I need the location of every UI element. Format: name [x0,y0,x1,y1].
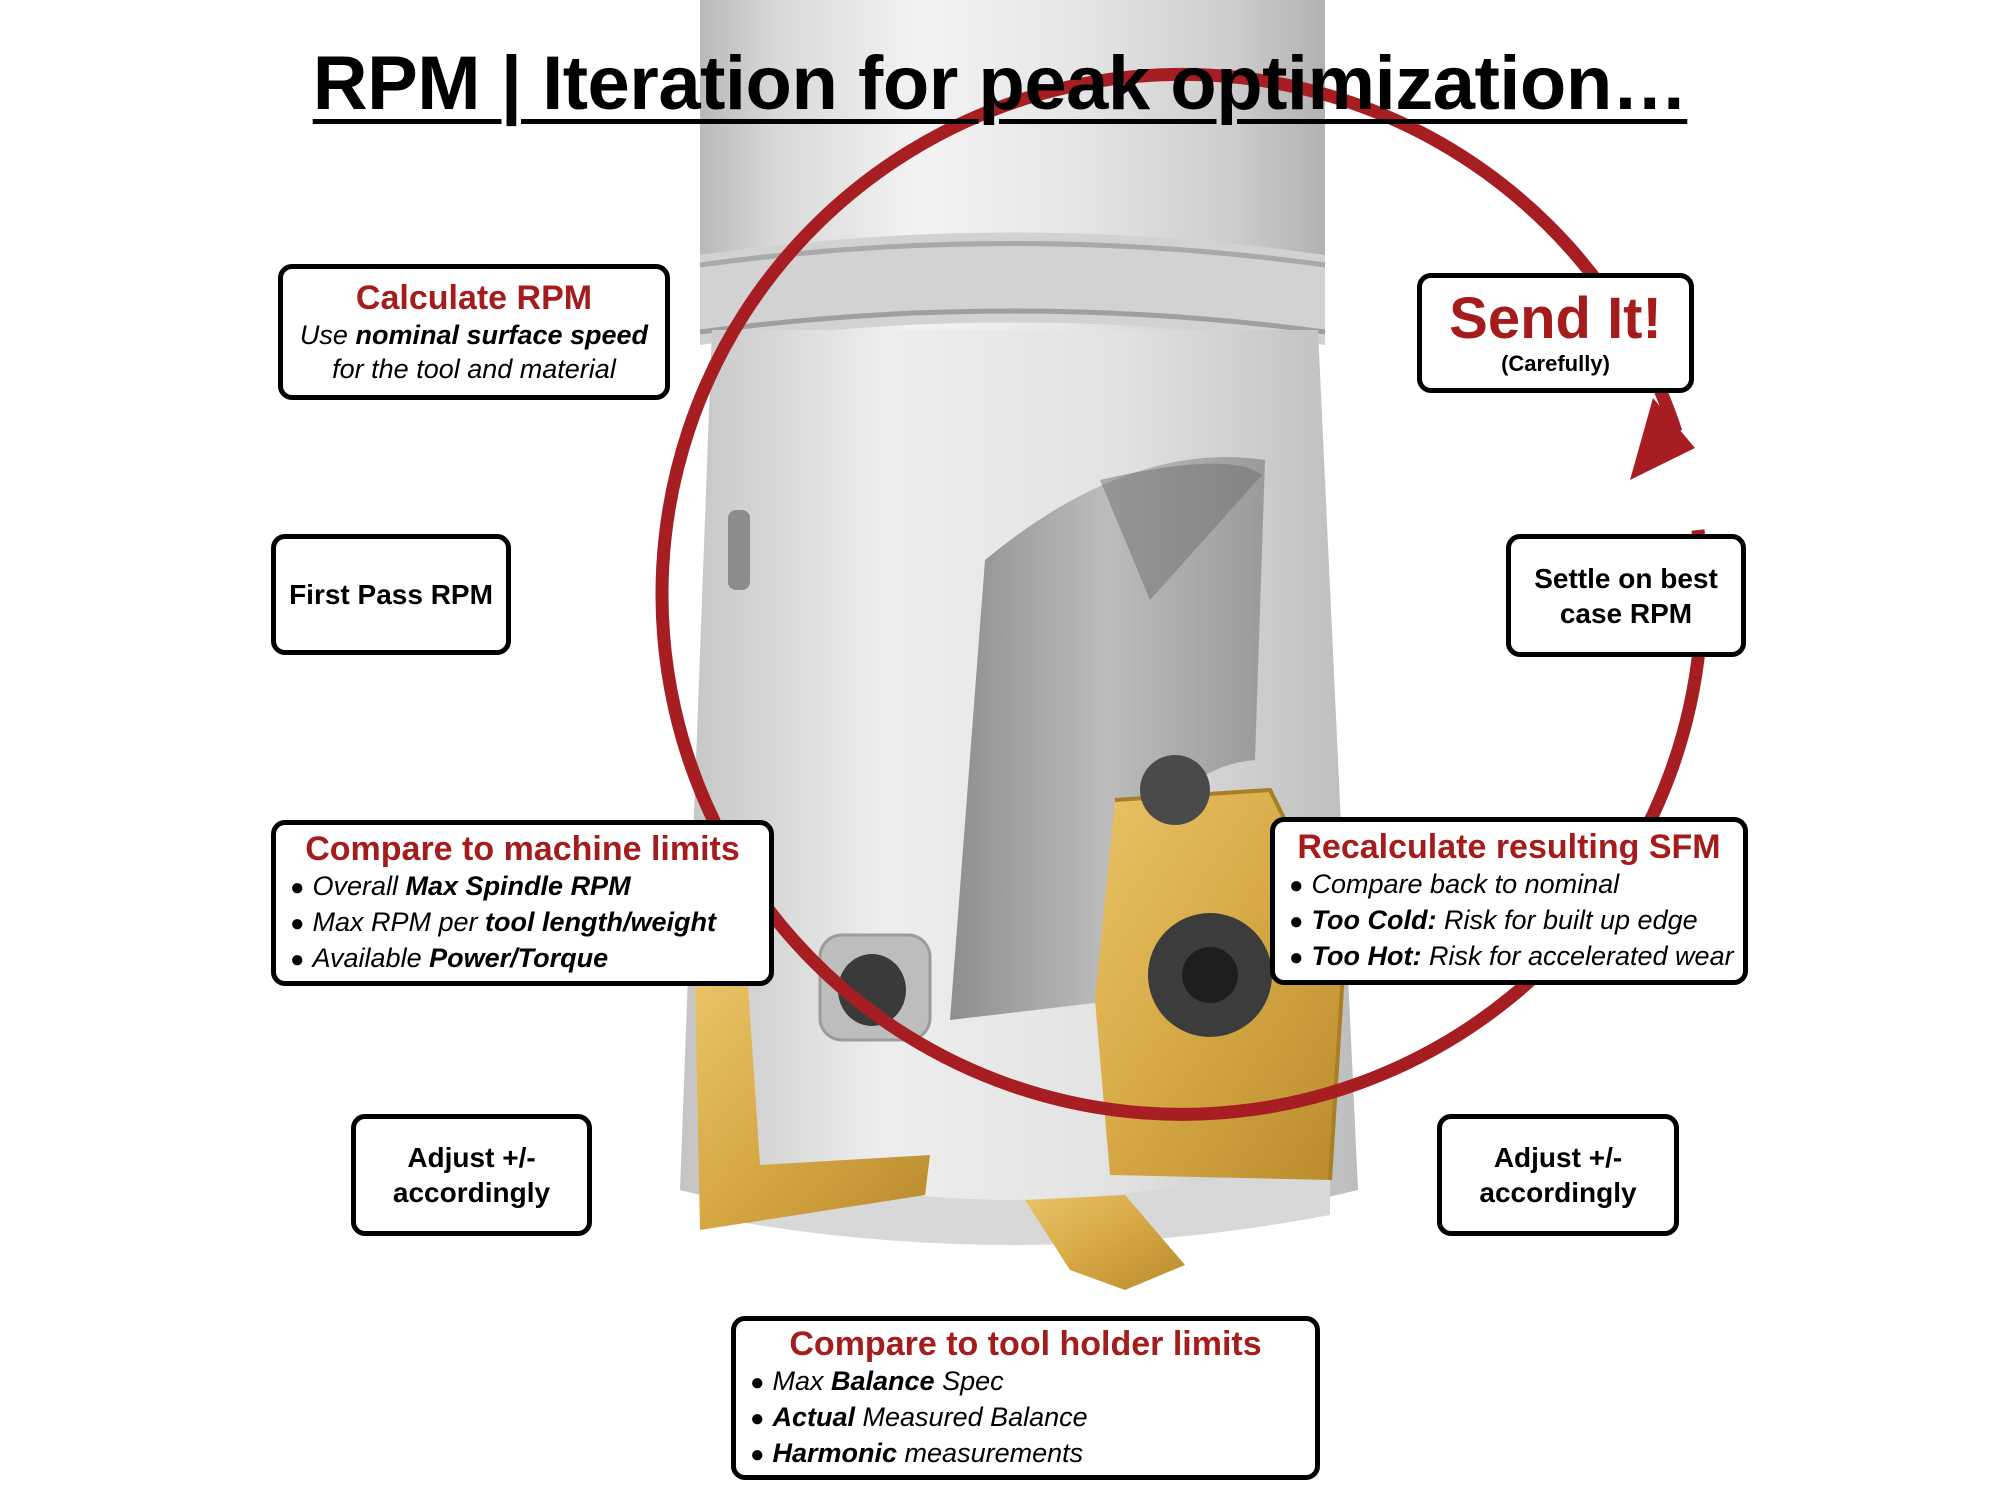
milling-cutter-illustration [680,0,1358,1290]
gold-insert-bottom [1025,1195,1185,1290]
calculate-rpm-line1-pre: Use [299,320,356,350]
send-it-box: Send It! (Carefully) [1417,273,1694,393]
machine-limits-list: ●Overall Max Spindle RPM ●Max RPM per to… [286,869,759,977]
page-title: RPM | Iteration for peak optimization… [0,40,2000,127]
tool-tip-face [700,1150,1330,1245]
machine-limits-heading: Compare to machine limits [305,830,740,868]
calculate-rpm-heading: Calculate RPM [355,279,593,317]
machine-limits-bullet-2: ●Max RPM per tool length/weight [290,907,717,937]
arrow-head-icon [1630,398,1695,480]
send-it-sub: (Carefully) [1501,351,1610,376]
tool-holder-limits-heading: Compare to tool holder limits [789,1325,1262,1363]
flute-cutout [950,457,1265,1021]
settle-line2: case RPM [1559,597,1693,629]
first-pass-rpm-box: First Pass RPM [271,534,511,655]
recalculate-bullet-1: ●Compare back to nominal [1289,869,1620,899]
calculate-rpm-line1-bold: nominal surface speed [355,320,649,350]
page-title-text: RPM | Iteration for peak optimization… [312,41,1688,126]
tool-holder-bullet-3: ●Harmonic measurements [750,1438,1084,1468]
adjust-right-line1: Adjust +/- [1493,1142,1623,1173]
calculate-rpm-line2: for the tool and material [332,354,616,384]
side-port [728,510,750,590]
tool-holder-bullet-2: ●Actual Measured Balance [750,1402,1088,1432]
settle-best-rpm-box: Settle on best case RPM [1506,534,1746,657]
tool-holder-limits-box: Compare to tool holder limits ●Max Balan… [731,1316,1320,1480]
machine-limits-bullet-3: ●Available Power/Torque [290,943,609,973]
tool-holder-limits-list: ●Max Balance Spec ●Actual Measured Balan… [746,1364,1305,1472]
adjust-left-line1: Adjust +/- [407,1142,536,1173]
recalculate-sfm-box: Recalculate resulting SFM ●Compare back … [1270,817,1748,985]
tool-holder-bullet-1: ●Max Balance Spec [750,1366,1004,1396]
adjust-right-box: Adjust +/- accordingly [1437,1114,1679,1236]
machine-limits-box: Compare to machine limits ●Overall Max S… [271,820,774,986]
settle-line1: Settle on best [1534,562,1718,594]
gold-insert-left [695,985,930,1230]
adjust-right-line2: accordingly [1479,1177,1637,1208]
recalculate-bullet-2: ●Too Cold: Risk for built up edge [1289,905,1698,935]
first-pass-rpm-label: First Pass RPM [289,579,493,610]
cycle-arc-path [655,67,1709,1121]
calculate-rpm-box: Calculate RPM Use nominal surface speed … [278,264,670,400]
recalculate-sfm-list: ●Compare back to nominal ●Too Cold: Risk… [1285,867,1734,975]
recalculate-bullet-3: ●Too Hot: Risk for accelerated wear [1289,941,1734,971]
calculate-rpm-line1: Use nominal surface speed [283,318,665,352]
machine-limits-bullet-1: ●Overall Max Spindle RPM [290,871,631,901]
adjust-left-line2: accordingly [392,1177,551,1208]
send-it-heading: Send It! [1449,286,1662,351]
cycle-arc [655,67,1709,1121]
adjust-left-box: Adjust +/- accordingly [351,1114,592,1236]
recalculate-sfm-heading: Recalculate resulting SFM [1297,828,1721,866]
